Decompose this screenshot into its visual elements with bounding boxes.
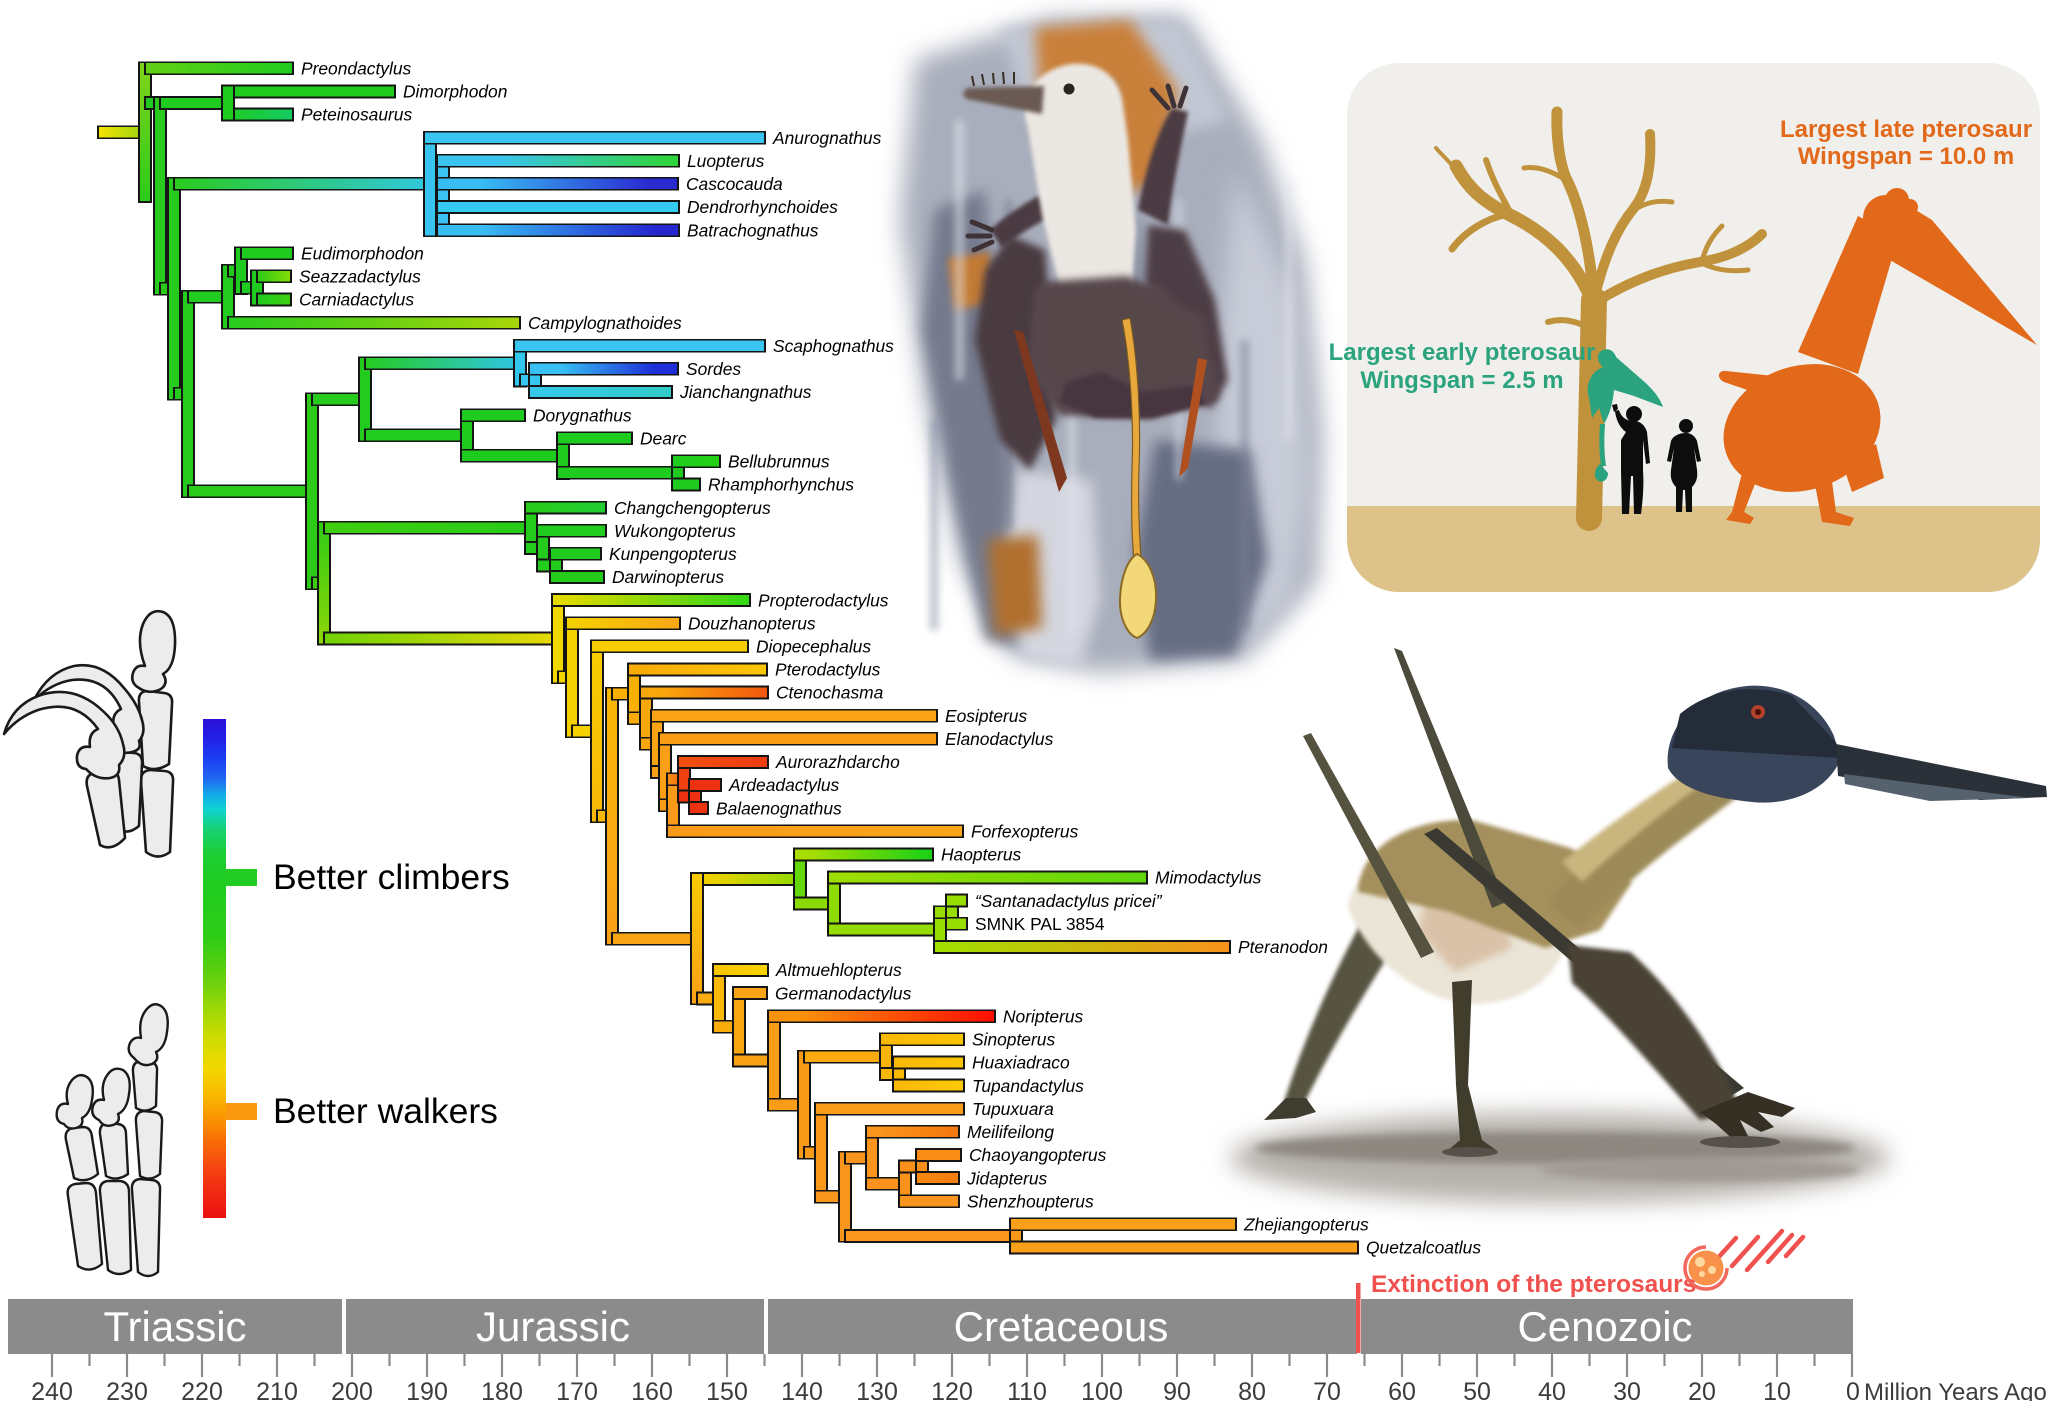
svg-text:Chaoyangopterus: Chaoyangopterus (969, 1145, 1107, 1165)
svg-text:Shenzhoupterus: Shenzhoupterus (967, 1191, 1094, 1211)
svg-text:Carniadactylus: Carniadactylus (299, 290, 414, 310)
svg-text:Better climbers: Better climbers (273, 857, 510, 897)
svg-text:Noripterus: Noripterus (1003, 1006, 1084, 1026)
svg-text:30: 30 (1613, 1378, 1641, 1401)
svg-text:Zhejiangopterus: Zhejiangopterus (1243, 1215, 1369, 1235)
svg-text:Campylognathoides: Campylognathoides (528, 313, 682, 333)
svg-text:Largest late pterosaur: Largest late pterosaur (1780, 116, 2032, 143)
svg-text:10: 10 (1763, 1378, 1791, 1401)
svg-text:Meilifeilong: Meilifeilong (967, 1122, 1054, 1142)
svg-text:Kunpengopterus: Kunpengopterus (609, 544, 737, 564)
svg-text:50: 50 (1463, 1378, 1491, 1401)
svg-text:Sinopterus: Sinopterus (972, 1030, 1055, 1050)
svg-text:Huaxiadraco: Huaxiadraco (972, 1053, 1070, 1073)
svg-text:“Santanadactylus pricei”: “Santanadactylus pricei” (975, 891, 1163, 911)
svg-text:Wingspan = 10.0 m: Wingspan = 10.0 m (1798, 143, 2015, 170)
svg-text:150: 150 (706, 1378, 748, 1401)
svg-text:80: 80 (1238, 1378, 1266, 1401)
svg-text:SMNK PAL 3854: SMNK PAL 3854 (975, 914, 1105, 934)
svg-text:200: 200 (331, 1378, 373, 1401)
svg-text:220: 220 (181, 1378, 223, 1401)
svg-text:140: 140 (781, 1378, 823, 1401)
svg-text:Jurassic: Jurassic (476, 1303, 630, 1350)
svg-text:0: 0 (1846, 1378, 1860, 1401)
svg-text:Wukongopterus: Wukongopterus (614, 521, 736, 541)
svg-text:Changchengopterus: Changchengopterus (614, 498, 771, 518)
svg-text:Preondactylus: Preondactylus (301, 59, 412, 79)
svg-text:Wingspan = 2.5 m: Wingspan = 2.5 m (1360, 367, 1563, 394)
svg-text:40: 40 (1538, 1378, 1566, 1401)
svg-text:Extinction of the pterosaurs: Extinction of the pterosaurs (1371, 1271, 1696, 1298)
svg-text:Luopterus: Luopterus (687, 151, 765, 171)
svg-text:Ardeadactylus: Ardeadactylus (728, 775, 840, 795)
svg-text:Diopecephalus: Diopecephalus (756, 637, 871, 657)
svg-text:Cascocauda: Cascocauda (686, 174, 783, 194)
svg-text:Jidapterus: Jidapterus (966, 1168, 1048, 1188)
svg-text:Forfexopterus: Forfexopterus (971, 822, 1079, 842)
svg-text:Dimorphodon: Dimorphodon (403, 82, 507, 102)
svg-text:Balaenognathus: Balaenognathus (716, 798, 842, 818)
svg-text:Rhamphorhynchus: Rhamphorhynchus (708, 475, 854, 495)
svg-text:Pteranodon: Pteranodon (1238, 937, 1328, 957)
svg-text:Douzhanopterus: Douzhanopterus (688, 613, 816, 633)
svg-text:Darwinopterus: Darwinopterus (612, 567, 724, 587)
svg-text:Pterodactylus: Pterodactylus (775, 660, 881, 680)
svg-text:Sordes: Sordes (686, 359, 741, 379)
svg-text:Batrachognathus: Batrachognathus (687, 220, 819, 240)
svg-text:Eudimorphodon: Eudimorphodon (301, 244, 424, 264)
svg-text:240: 240 (31, 1378, 73, 1401)
svg-text:Quetzalcoatlus: Quetzalcoatlus (1366, 1238, 1481, 1258)
svg-text:Cretaceous: Cretaceous (954, 1303, 1169, 1350)
svg-text:Triassic: Triassic (103, 1303, 246, 1350)
svg-text:Altmuehlopterus: Altmuehlopterus (775, 960, 902, 980)
svg-text:60: 60 (1388, 1378, 1416, 1401)
svg-text:Better walkers: Better walkers (273, 1091, 498, 1131)
svg-text:Million Years Ago: Million Years Ago (1864, 1379, 2047, 1401)
svg-text:210: 210 (256, 1378, 298, 1401)
svg-text:Mimodactylus: Mimodactylus (1155, 868, 1262, 888)
svg-text:Bellubrunnus: Bellubrunnus (728, 452, 830, 472)
svg-text:Jianchangnathus: Jianchangnathus (679, 382, 812, 402)
svg-text:Peteinosaurus: Peteinosaurus (301, 105, 412, 125)
svg-text:Germanodactylus: Germanodactylus (775, 983, 912, 1003)
svg-text:20: 20 (1688, 1378, 1716, 1401)
svg-text:70: 70 (1313, 1378, 1341, 1401)
svg-text:Propterodactylus: Propterodactylus (758, 590, 889, 610)
svg-text:Ctenochasma: Ctenochasma (776, 683, 884, 703)
svg-text:Scaphognathus: Scaphognathus (773, 336, 894, 356)
svg-text:Anurognathus: Anurognathus (772, 128, 882, 148)
svg-text:Tupuxuara: Tupuxuara (972, 1099, 1054, 1119)
svg-text:Dendrorhynchoides: Dendrorhynchoides (687, 197, 838, 217)
svg-text:Tupandactylus: Tupandactylus (972, 1076, 1084, 1096)
svg-text:Dorygnathus: Dorygnathus (533, 405, 632, 425)
svg-text:180: 180 (481, 1378, 523, 1401)
svg-text:Elanodactylus: Elanodactylus (945, 729, 1054, 749)
svg-text:230: 230 (106, 1378, 148, 1401)
svg-text:100: 100 (1081, 1378, 1123, 1401)
svg-text:Eosipterus: Eosipterus (945, 706, 1027, 726)
svg-text:190: 190 (406, 1378, 448, 1401)
svg-text:Haopterus: Haopterus (941, 845, 1022, 865)
svg-text:90: 90 (1163, 1378, 1191, 1401)
svg-text:Largest early pterosaur: Largest early pterosaur (1329, 339, 1596, 366)
svg-text:Aurorazhdarcho: Aurorazhdarcho (775, 752, 900, 772)
svg-text:Dearc: Dearc (640, 428, 687, 448)
svg-text:130: 130 (856, 1378, 898, 1401)
svg-text:120: 120 (931, 1378, 973, 1401)
svg-text:170: 170 (556, 1378, 598, 1401)
svg-text:110: 110 (1007, 1378, 1047, 1401)
svg-text:160: 160 (631, 1378, 673, 1401)
svg-text:Cenozoic: Cenozoic (1517, 1303, 1692, 1350)
svg-text:Seazzadactylus: Seazzadactylus (299, 267, 421, 287)
